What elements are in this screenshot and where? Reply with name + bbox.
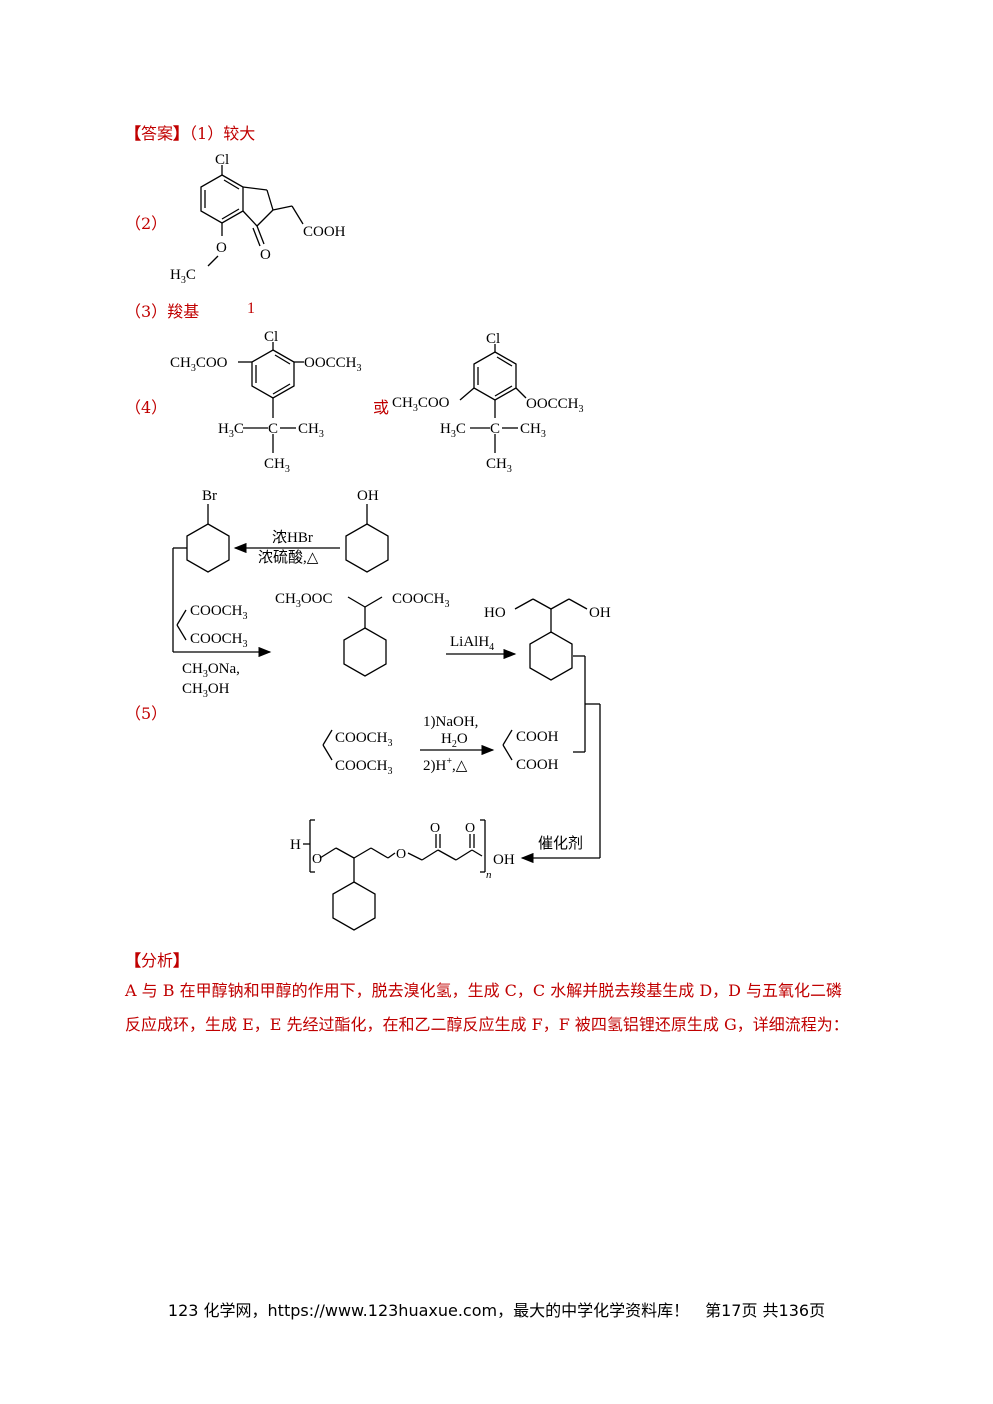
malonate2-top: COOCH3 bbox=[335, 730, 393, 749]
q4b-acetoxy-right: OOCCH3 bbox=[526, 396, 584, 415]
q4a-acetoxy-right: OOCCH3 bbox=[304, 355, 362, 374]
analysis-heading: 【分析】 bbox=[125, 951, 190, 970]
polymer-o-4: O bbox=[465, 821, 475, 836]
q2-ether-o-label: O bbox=[216, 240, 227, 256]
label-oh: OH bbox=[357, 488, 379, 504]
diol-oh: OH bbox=[589, 605, 611, 621]
q3-line: （3）羧基 bbox=[125, 302, 200, 321]
analysis-line-1: A 与 B 在甲醇钠和甲醇的作用下，脱去溴化氢，生成 C，C 水解并脱去羧基生成… bbox=[125, 981, 843, 1000]
ester-right: COOCH3 bbox=[392, 591, 450, 610]
analysis-line-2: 反应成环，生成 E，E 先经过酯化，在和乙二醇反应生成 F，F 被四氢铝锂还原生… bbox=[125, 1015, 849, 1034]
q4b-h3c: H3C bbox=[440, 421, 466, 440]
q4b-ch3-bottom: CH3 bbox=[486, 456, 512, 475]
malonate-bottom: COOCH3 bbox=[190, 631, 248, 650]
q4b-acetoxy-left: CH3COO bbox=[392, 395, 450, 414]
polymer-n: n bbox=[486, 869, 492, 881]
q4a-acetoxy-left: CH3COO bbox=[170, 355, 228, 374]
cooh-top: COOH bbox=[516, 729, 559, 745]
polymer-o-2: O bbox=[396, 847, 406, 862]
analysis-paragraph: A 与 B 在甲醇钠和甲醇的作用下，脱去溴化氢，生成 C，C 水解并脱去羧基生成… bbox=[125, 974, 905, 1042]
q4b-ch3-right: CH3 bbox=[520, 421, 546, 440]
reagent-naoh: 1)NaOH, bbox=[423, 714, 478, 730]
page-footer: 123 化学网，https://www.123huaxue.com，最大的中学化… bbox=[167, 1301, 826, 1320]
label-br: Br bbox=[202, 488, 217, 504]
reagent-ch3oh: CH3OH bbox=[182, 681, 230, 700]
q3-count: 1 bbox=[247, 300, 255, 317]
polymer-o-1: O bbox=[312, 852, 322, 867]
polymer-oh: OH bbox=[493, 852, 515, 868]
cooh-bottom: COOH bbox=[516, 757, 559, 773]
malonate2-bottom: COOCH3 bbox=[335, 758, 393, 777]
malonate-top: COOCH3 bbox=[190, 603, 248, 622]
diol-ho: HO bbox=[484, 605, 506, 621]
polymer-o-3: O bbox=[430, 821, 440, 836]
q4-structure-1: Cl CH3COO OOCCH3 H3C C CH3 CH3 bbox=[170, 329, 362, 475]
reagent-water: H2O bbox=[441, 731, 468, 750]
q5-number: （5） bbox=[125, 704, 168, 723]
reagent-catalyst: 催化剂 bbox=[538, 835, 583, 852]
q5-synthesis-scheme: Br OH 浓HBr 浓硫酸,△ COOCH3 COOCH3 CH3ONa, C… bbox=[172, 488, 611, 931]
q4a-ch3-right: CH3 bbox=[298, 421, 324, 440]
q2-cl-label: Cl bbox=[215, 152, 229, 168]
q2-number: （2） bbox=[125, 214, 168, 233]
reagent-sulfuric: 浓硫酸,△ bbox=[258, 549, 319, 566]
reagent-hbr: 浓HBr bbox=[272, 529, 313, 546]
q2-structure: Cl COOH O O H3C bbox=[170, 152, 346, 286]
q4b-cl: Cl bbox=[486, 331, 500, 347]
q4-structure-2: Cl CH3COO OOCCH3 H3C C CH3 CH3 bbox=[392, 331, 584, 475]
q2-ketone-o-label: O bbox=[260, 247, 271, 263]
q4a-h3c: H3C bbox=[218, 421, 244, 440]
answer-heading: 【答案】（1）较大 bbox=[125, 124, 256, 143]
q2-h3c-label: H3C bbox=[170, 267, 196, 286]
q4a-cl: Cl bbox=[264, 329, 278, 345]
reagent-lialh4: LiAlH4 bbox=[450, 634, 494, 653]
q4a-c: C bbox=[268, 421, 278, 437]
q4-number: （4） bbox=[125, 398, 168, 417]
ester-left: CH3OOC bbox=[275, 591, 333, 610]
polymer-h: H bbox=[290, 837, 301, 853]
reagent-ch3ona: CH3ONa, bbox=[182, 661, 240, 680]
q4-or: 或 bbox=[373, 398, 390, 417]
q4b-c: C bbox=[490, 421, 500, 437]
q2-cooh-label: COOH bbox=[303, 224, 346, 240]
q4a-ch3-bottom: CH3 bbox=[264, 456, 290, 475]
reagent-acid: 2)H+,△ bbox=[423, 756, 468, 774]
